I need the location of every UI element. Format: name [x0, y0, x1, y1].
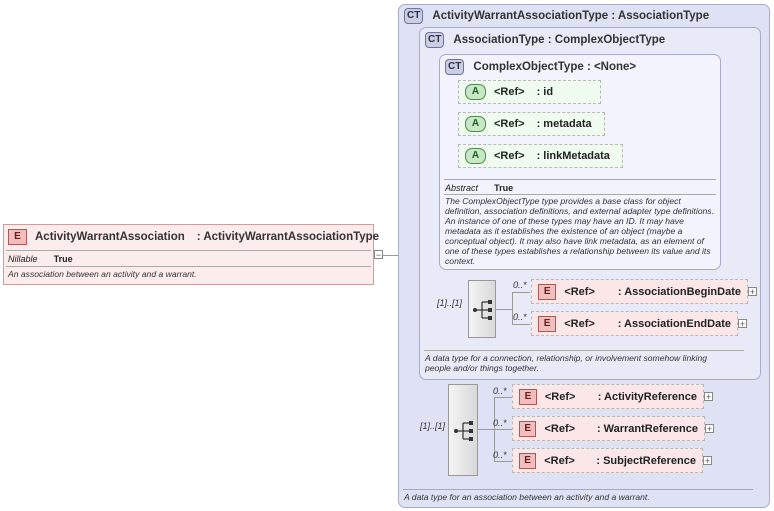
element-activity-reference[interactable]: E <Ref> : ActivityReference [512, 384, 704, 409]
outer-seq-multiplicity: [1]..[1] [420, 421, 446, 431]
inner-divider-2 [444, 194, 716, 195]
inner-divider [444, 179, 716, 180]
element-ref: <Ref> [544, 390, 576, 403]
root-prop-value: True [53, 254, 73, 264]
element-multiplicity: 0..* [493, 418, 507, 428]
attribute-metadata[interactable]: A <Ref> : metadata [458, 112, 605, 136]
root-divider [6, 250, 371, 251]
element-type: : AssociationBeginDate [617, 285, 741, 298]
sequence-icon [454, 421, 473, 441]
outer-description: A data type for an association between a… [404, 492, 650, 502]
attribute-icon: A [465, 84, 486, 100]
root-description: An association between an activity and a… [8, 269, 197, 279]
middle-description: A data type for a connection, relationsh… [425, 353, 707, 373]
attribute-type: : id [536, 86, 554, 98]
element-icon: E [8, 229, 27, 245]
outer-ct-header: CT ActivityWarrantAssociationType : Asso… [404, 8, 709, 24]
inner-property-row: Abstract True [445, 182, 513, 194]
outer-seq-out [478, 429, 494, 430]
root-element-type: : ActivityWarrantAssociationType [196, 231, 380, 243]
attribute-icon: A [465, 116, 486, 132]
element-multiplicity: 0..* [513, 312, 527, 322]
middle-divider [424, 350, 744, 351]
element-association-begin-date[interactable]: E <Ref> : AssociationBeginDate [531, 279, 748, 304]
middle-ct-header: CT AssociationType : ComplexObjectType [425, 32, 665, 48]
outer-divider [403, 489, 753, 490]
complex-type-icon: CT [445, 59, 465, 75]
attribute-id[interactable]: A <Ref> : id [458, 80, 601, 104]
expand-icon[interactable]: + [705, 424, 714, 434]
inner-prop-key: Abstract [445, 183, 479, 193]
root-divider-2 [6, 266, 371, 267]
inner-ct-header: CT ComplexObjectType : <None> [445, 59, 636, 75]
root-element-box[interactable]: E ActivityWarrantAssociation : ActivityW… [3, 224, 379, 285]
element-type: : ActivityReference [597, 390, 697, 403]
element-warrant-reference[interactable]: E <Ref> : WarrantReference [512, 416, 705, 441]
outer-seq-branch-2 [494, 429, 512, 430]
attribute-type: : linkMetadata [536, 150, 610, 162]
attribute-link-metadata[interactable]: A <Ref> : linkMetadata [458, 144, 623, 168]
element-icon: E [519, 420, 537, 437]
complex-type-icon: CT [425, 32, 445, 48]
element-icon: E [538, 315, 557, 332]
element-icon: E [519, 388, 537, 405]
expand-icon[interactable]: + [738, 319, 747, 329]
element-type: : WarrantReference [596, 422, 699, 435]
middle-seq-branch-2 [512, 324, 530, 325]
sequence-icon [473, 300, 492, 320]
element-multiplicity: 0..* [493, 450, 507, 460]
complex-type-icon: CT [404, 8, 424, 24]
inner-ct-title: ComplexObjectType : <None> [473, 60, 637, 73]
outer-sequence-compositor[interactable] [448, 384, 478, 476]
element-ref: <Ref> [564, 317, 595, 330]
middle-ct-title: AssociationType : ComplexObjectType [453, 33, 666, 46]
element-ref: <Ref> [544, 422, 576, 435]
root-connector [383, 255, 409, 256]
middle-sequence-compositor[interactable] [468, 280, 496, 338]
root-prop-key: Nillable [8, 254, 38, 264]
element-type: : AssociationEndDate [617, 317, 731, 330]
middle-seq-branch-1 [512, 292, 530, 293]
inner-prop-value: True [494, 183, 514, 193]
expand-icon[interactable]: + [704, 392, 713, 402]
root-element-name: ActivityWarrantAssociation [35, 231, 185, 243]
element-subject-reference[interactable]: E <Ref> : SubjectReference [512, 448, 703, 473]
expand-icon[interactable]: + [703, 456, 712, 466]
element-multiplicity: 0..* [493, 386, 507, 396]
element-association-end-date[interactable]: E <Ref> : AssociationEndDate [531, 311, 738, 336]
element-ref: <Ref> [564, 285, 595, 298]
element-multiplicity: 0..* [513, 280, 527, 290]
middle-seq-out [496, 309, 512, 310]
attribute-type: : metadata [536, 118, 592, 130]
root-property-row: Nillable True [8, 253, 73, 265]
expand-icon[interactable]: + [748, 287, 757, 297]
outer-seq-branch-3 [494, 461, 512, 462]
attribute-ref: <Ref> [494, 150, 525, 162]
inner-description: The ComplexObjectType type provides a ba… [445, 196, 714, 266]
middle-seq-fork [512, 292, 513, 324]
attribute-ref: <Ref> [494, 118, 525, 130]
attribute-icon: A [465, 148, 486, 164]
outer-seq-branch-1 [494, 397, 512, 398]
middle-seq-multiplicity: [1]..[1] [437, 298, 463, 308]
outer-ct-title: ActivityWarrantAssociationType : Associa… [432, 9, 710, 22]
element-icon: E [538, 283, 557, 300]
root-element-header: E ActivityWarrantAssociation : ActivityW… [8, 229, 379, 245]
element-icon: E [519, 452, 537, 469]
element-ref: <Ref> [544, 454, 575, 467]
attribute-ref: <Ref> [494, 86, 525, 98]
collapse-icon[interactable]: − [374, 250, 383, 260]
element-type: : SubjectReference [596, 454, 697, 467]
